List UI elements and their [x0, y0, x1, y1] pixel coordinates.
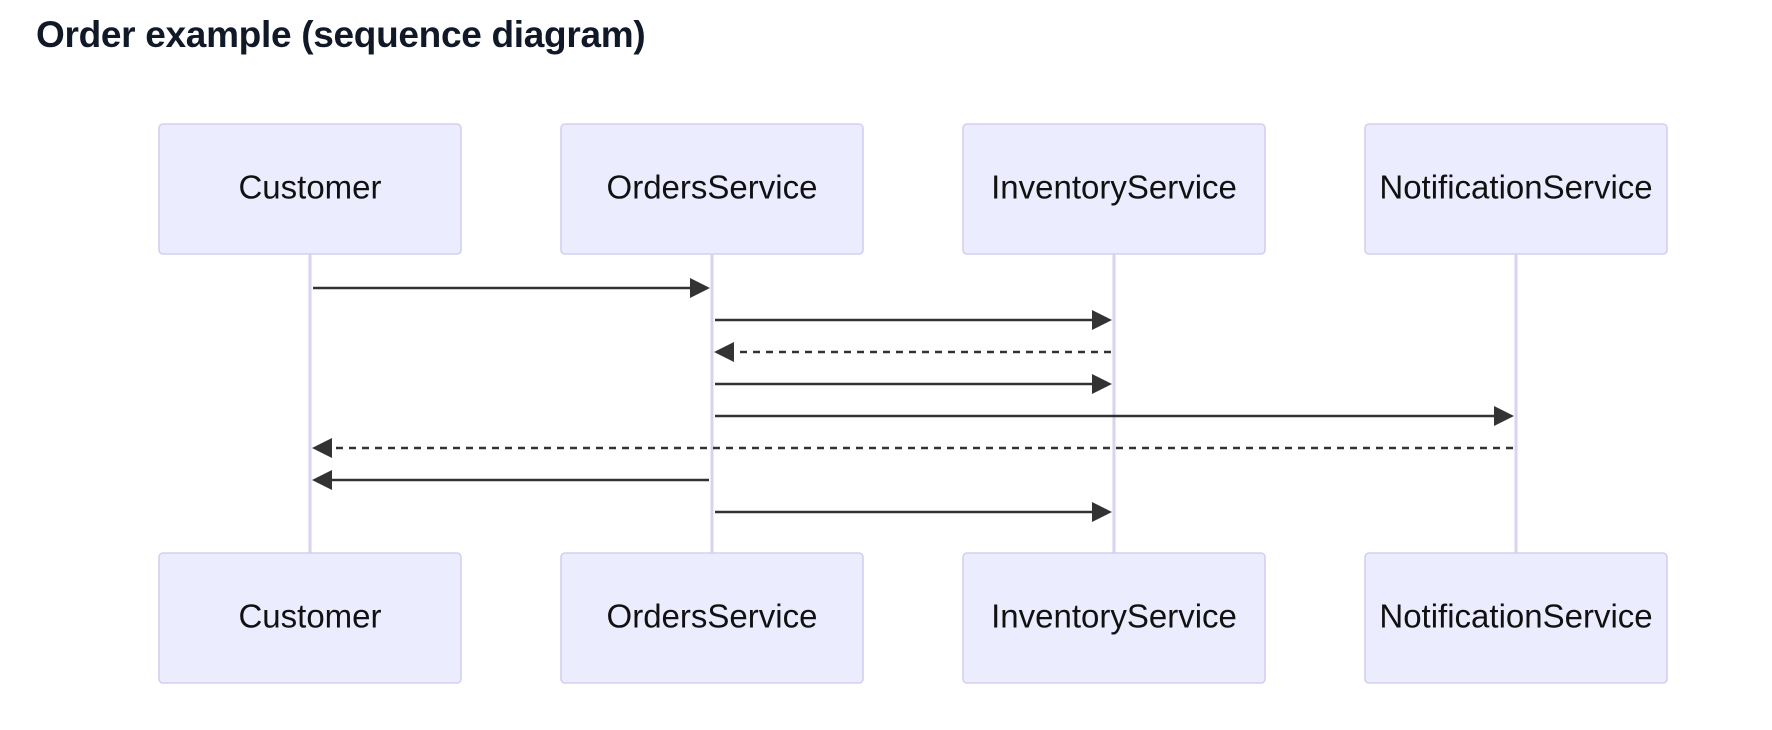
message-3	[714, 342, 1111, 362]
message-8	[715, 502, 1112, 522]
actor-label: InventoryService	[991, 598, 1237, 635]
actor-orders-bottom: OrdersService	[560, 552, 864, 684]
message-4	[715, 374, 1112, 394]
actor-box	[158, 552, 462, 684]
arrowhead-icon	[1092, 502, 1112, 522]
actor-box	[1364, 552, 1668, 684]
actor-label: NotificationService	[1379, 169, 1652, 206]
actor-label: OrdersService	[607, 169, 818, 206]
lifelines-group	[308, 254, 1518, 553]
arrowhead-icon	[1494, 406, 1514, 426]
arrowhead-icon	[714, 342, 734, 362]
message-2	[715, 310, 1112, 330]
arrowhead-icon	[1092, 310, 1112, 330]
message-1	[313, 278, 710, 298]
actor-notification-top: NotificationService	[1364, 123, 1668, 255]
actor-customer-top: Customer	[158, 123, 462, 255]
actor-box	[962, 552, 1266, 684]
arrowhead-icon	[312, 470, 332, 490]
actor-label: Customer	[238, 598, 381, 635]
message-5	[715, 406, 1514, 426]
messages-group	[312, 278, 1514, 522]
actor-inventory-top: InventoryService	[962, 123, 1266, 255]
page-title: Order example (sequence diagram)	[36, 14, 646, 55]
actor-box	[560, 552, 864, 684]
message-7	[312, 470, 709, 490]
actor-label: NotificationService	[1379, 598, 1652, 635]
actor-label: OrdersService	[607, 598, 818, 635]
actors-top-group: Customer OrdersService InventoryService Not…	[158, 123, 1668, 255]
actor-box	[158, 123, 462, 255]
arrowhead-icon	[690, 278, 710, 298]
actor-label: Customer	[238, 169, 381, 206]
arrowhead-icon	[1092, 374, 1112, 394]
actors-bottom-group: Customer OrdersService InventoryService Not…	[158, 552, 1668, 684]
actor-box	[560, 123, 864, 255]
arrowhead-icon	[312, 438, 332, 458]
actor-label: InventoryService	[991, 169, 1237, 206]
actor-customer-bottom: Customer	[158, 552, 462, 684]
message-6	[312, 438, 1513, 458]
actor-orders-top: OrdersService	[560, 123, 864, 255]
actor-box	[1364, 123, 1668, 255]
actor-notification-bottom: NotificationService	[1364, 552, 1668, 684]
actor-box	[962, 123, 1266, 255]
actor-inventory-bottom: InventoryService	[962, 552, 1266, 684]
